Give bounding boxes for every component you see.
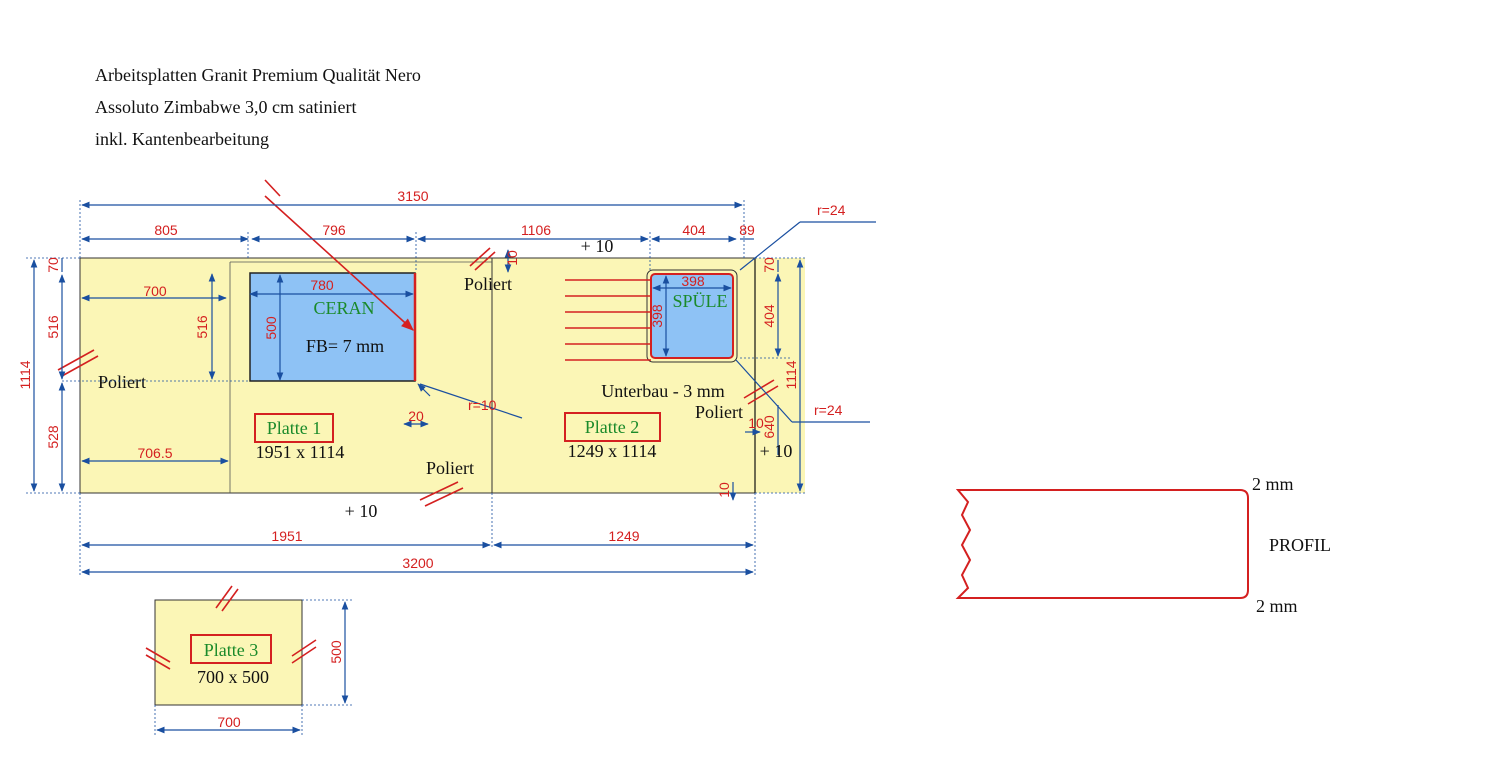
dim-404-right-label: 404 [761,304,777,328]
plate-2-name: Platte 2 [585,417,640,437]
r24-leader-right [735,359,793,423]
sink-width-label: 398 [681,273,705,289]
dim-1951-label: 1951 [271,528,302,544]
polish-mark [747,385,779,405]
dim-1249-label: 1249 [608,528,639,544]
plate-3-width-label: 700 [217,714,241,730]
polish-mark [291,646,317,664]
dim-805-label: 805 [154,222,178,238]
bottom-dimensions: 1951 1249 3200 [79,493,756,576]
poliert-right: Poliert [695,402,743,422]
dim-10-right-a-label: 10 [748,415,764,431]
plate-1-name: Platte 1 [267,418,322,438]
polish-mark [743,379,775,399]
plate-3-size: 700 x 500 [197,667,269,687]
dim-516-left-label: 516 [45,315,61,339]
plate-2-size: 1249 x 1114 [568,441,657,461]
r10-label: r=10 [468,397,497,413]
dim-640-label: 640 [761,415,777,439]
r24-leader-top [739,221,801,271]
polish-mark [61,355,99,377]
plate-3: Platte 3 700 x 500 500 700 [145,585,352,735]
edge-profile: 2 mm PROFIL 2 mm [955,474,1331,616]
dim-528-left-label: 528 [45,425,61,449]
header-line-2: Assoluto Zimbabwe 3,0 cm satiniert [95,97,356,117]
r10-leader [419,383,523,419]
header-line-3: inkl. Kantenbearbeitung [95,129,269,149]
dim-1114-right-label: 1114 [783,360,799,389]
top-dimensions: 3150 805 796 1106 404 89 + 10 r=24 10 [79,188,876,273]
polish-mark [221,588,239,612]
polish-mark [469,247,491,267]
dim-1114-left-label: 1114 [17,360,33,389]
ceran-cutout: 780 500 CERAN FB= 7 mm [249,272,417,382]
polish-mark [419,481,459,501]
r24-top-label: r=24 [817,202,846,218]
left-dimensions: 1114 70 516 528 700 516 706.5 [17,257,250,494]
dim-89-label: 89 [739,222,755,238]
right-dimensions: 70 404 1114 640 10 10 + 10 r=24 [716,257,870,501]
plus10-right: + 10 [760,441,793,461]
polish-mark [145,654,171,670]
plus10-bottom: + 10 [345,501,378,521]
profile-shape [955,489,1249,599]
polish-mark [145,647,171,663]
ceran-width-label: 780 [310,277,334,293]
plate-3-name: Platte 3 [204,640,259,660]
plate-3-height-label: 500 [328,640,344,664]
plate-1-size: 1951 x 1114 [256,442,345,462]
ceran-fb-label: FB= 7 mm [306,336,384,356]
sink-label: SPÜLE [672,291,727,311]
plate-2-box [564,412,661,442]
sink-rect [650,273,734,359]
dim-516-inner-label: 516 [194,315,210,339]
dim-10-top-label: 10 [504,250,520,266]
dim-706-5-label: 706.5 [137,445,172,461]
dim-3150-label: 3150 [397,188,428,204]
plus10-top: + 10 [581,236,614,256]
poliert-top: Poliert [464,274,512,294]
profile-label: PROFIL [1269,535,1331,555]
profile-top-label: 2 mm [1252,474,1294,494]
profile-bottom-label: 2 mm [1256,596,1298,616]
sink-underbau-note: Unterbau - 3 mm [601,381,724,401]
dim-70-right-label: 70 [761,257,777,273]
dim-1106-label: 1106 [521,222,551,238]
r10-arrow [417,383,431,397]
dim-404-label: 404 [682,222,706,238]
plate-3-box [190,634,272,664]
polish-mark [474,251,496,271]
plate-2-label: Platte 2 1249 x 1114 [564,412,661,461]
ceran-label: CERAN [313,298,374,318]
leader-arrow [264,195,414,331]
header-line-1: Arbeitsplatten Granit Premium Qualität N… [95,65,421,85]
dim-700-label: 700 [143,283,167,299]
polish-mark [215,585,233,609]
polish-mark [291,639,317,657]
leader-top [264,179,281,197]
polish-mark [424,487,464,507]
plate-1-box [254,413,334,443]
sink-cutout: 398 398 SPÜLE Unterbau - 3 mm [565,269,738,401]
drainboard-grooves [565,279,651,361]
misc-dimensions: r=10 20 + 10 [345,383,523,521]
sink-height-label: 398 [649,304,665,328]
dim-3200-label: 3200 [402,555,433,571]
dim-20-label: 20 [408,408,424,424]
plate-1-label: Platte 1 1951 x 1114 [254,413,345,462]
dim-10-right-b-label: 10 [716,482,732,498]
plate-3-rect [154,599,303,706]
poliert-left: Poliert [98,372,146,392]
dim-70-left-label: 70 [45,257,61,273]
dim-796-label: 796 [322,222,346,238]
r24-right-label: r=24 [814,402,843,418]
ceran-height-label: 500 [263,316,279,340]
sink-outer-frame [646,269,738,363]
poliert-bottom: Poliert [426,458,474,478]
